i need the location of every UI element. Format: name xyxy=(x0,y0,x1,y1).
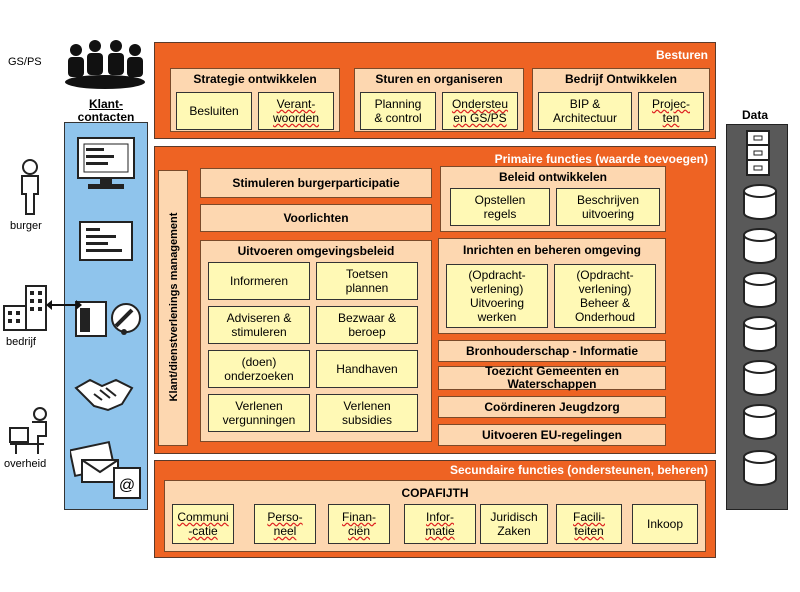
besturen-title: Besturen xyxy=(655,48,708,62)
toetsen-plannen-box: Toetsen plannen xyxy=(316,262,418,300)
uitvoeren-omgevingsbeleid-title: Uitvoeren omgevingsbeleid xyxy=(237,244,395,258)
klant-dienstverlening-box: Klant/dienstverlenings management xyxy=(158,170,188,446)
meeting-icon xyxy=(65,40,145,89)
double-arrow-icon xyxy=(46,300,82,310)
mail-icon: @ xyxy=(70,440,141,499)
burger-icon xyxy=(21,159,39,215)
form-icon xyxy=(79,221,133,261)
database-icon xyxy=(743,228,777,264)
bronhouderschap-bar: Bronhouderschap - Informatie xyxy=(438,340,666,362)
communicatie-box: Communi -catie xyxy=(172,504,234,544)
secundair-title: Secundaire functies (ondersteunen, beher… xyxy=(449,463,708,477)
verantwoorden-box: Verant- woorden xyxy=(258,92,334,130)
gsps-label: GS/PS xyxy=(8,56,42,68)
overheid-icon xyxy=(9,407,47,454)
primair-title: Primaire functies (waarde toevoegen) xyxy=(494,152,708,166)
informeren-box: Informeren xyxy=(208,262,310,300)
database-icon xyxy=(743,272,777,308)
adviseren-box: Adviseren & stimuleren xyxy=(208,306,310,344)
toezicht-bar: Toezicht Gemeenten en Waterschappen xyxy=(438,365,666,391)
bip-box: BIP & Architectuur xyxy=(538,92,632,130)
computer-icon xyxy=(77,137,135,189)
planning-box: Planning & control xyxy=(360,92,436,130)
counter-headset-icon xyxy=(75,301,141,337)
bedrijf-icon xyxy=(3,285,47,331)
database-icon xyxy=(743,316,777,352)
beleid-title: Beleid ontwikkelen xyxy=(498,170,608,184)
handshake-icon xyxy=(74,378,134,412)
database-icon xyxy=(743,404,777,440)
inkoop-box: Inkoop xyxy=(632,504,698,544)
klantcontacten-label: Klant- contacten xyxy=(77,97,135,124)
verlenen-subsidies-box: Verlenen subsidies xyxy=(316,394,418,432)
onderzoeken-box: (doen) onderzoeken xyxy=(208,350,310,388)
database-icon xyxy=(743,360,777,396)
copafijth-title: COPAFIJTH xyxy=(401,486,469,500)
burger-label: burger xyxy=(10,220,42,232)
filing-cabinet-icon xyxy=(746,130,770,176)
juridisch-zaken-box: Juridisch Zaken xyxy=(480,504,548,544)
database-icon xyxy=(743,450,777,486)
beheer-onderhoud-box: (Opdracht- verlening) Beheer & Onderhoud xyxy=(554,264,656,328)
bezwaar-box: Bezwaar & beroep xyxy=(316,306,418,344)
uitvoering-werken-box: (Opdracht- verlening) Uitvoering werken xyxy=(446,264,548,328)
informatie-box: Infor- matie xyxy=(404,504,476,544)
projecten-box: Projec- ten xyxy=(638,92,704,130)
opstellen-regels-box: Opstellen regels xyxy=(450,188,550,226)
database-icon xyxy=(743,184,777,220)
personeel-box: Perso- neel xyxy=(254,504,316,544)
verlenen-vergunningen-box: Verlenen vergunningen xyxy=(208,394,310,432)
bedrijf-ontwikkelen-title: Bedrijf Ontwikkelen xyxy=(564,72,678,86)
jeugdzorg-bar: Coördineren Jeugdzorg xyxy=(438,396,666,418)
handhaven-box: Handhaven xyxy=(316,350,418,388)
besluiten-box: Besluiten xyxy=(176,92,252,130)
klant-dienstverlening-label: Klant/dienstverlenings management xyxy=(168,212,180,402)
faciliteiten-box: Facili- teiten xyxy=(556,504,622,544)
svg-text:@: @ xyxy=(119,477,135,494)
overheid-label: overheid xyxy=(4,458,47,470)
stimuleren-box: Stimuleren burgerparticipatie xyxy=(200,168,432,198)
inrichten-title: Inrichten en beheren omgeving xyxy=(462,243,642,257)
data-label: Data xyxy=(742,108,769,122)
eu-regelingen-bar: Uitvoeren EU-regelingen xyxy=(438,424,666,446)
financien-box: Finan- ciën xyxy=(328,504,390,544)
beschrijven-uitvoering-box: Beschrijven uitvoering xyxy=(556,188,660,226)
voorlichten-box: Voorlichten xyxy=(200,204,432,232)
bedrijf-label: bedrijf xyxy=(6,336,36,348)
strategie-title: Strategie ontwikkelen xyxy=(193,72,317,86)
sturen-title: Sturen en organiseren xyxy=(375,72,503,86)
ondersteunen-box: Ondersteu en GS/PS xyxy=(442,92,518,130)
